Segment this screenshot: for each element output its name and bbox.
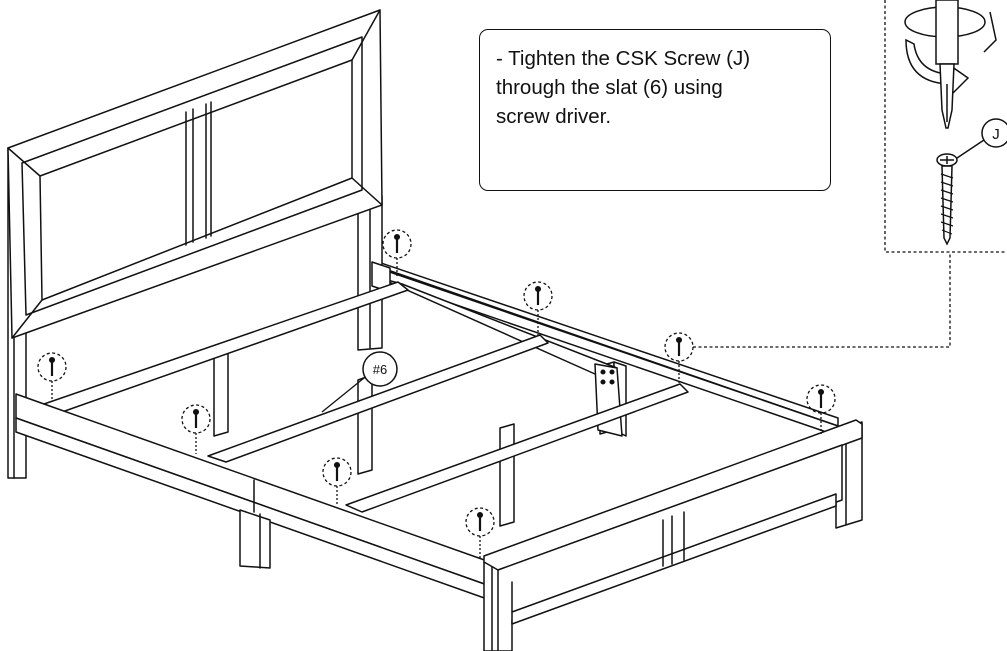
instruction-line: screw driver. bbox=[496, 105, 612, 128]
front-right-leg bbox=[239, 509, 271, 569]
detail-leader-line bbox=[693, 252, 951, 348]
screw-j-label: J bbox=[992, 126, 1000, 143]
screw-marker bbox=[382, 229, 412, 278]
screw-marker bbox=[322, 457, 352, 506]
screw-marker bbox=[523, 281, 553, 336]
headboard bbox=[7, 9, 383, 339]
screw-marker bbox=[806, 384, 836, 434]
screw-detail-inset: J bbox=[884, 0, 1007, 253]
slat-label: #6 bbox=[373, 362, 387, 377]
footboard bbox=[483, 419, 863, 651]
screw-marker bbox=[37, 352, 67, 402]
csk-screw-icon bbox=[936, 118, 1007, 246]
slat-callout: #6 bbox=[321, 351, 398, 413]
front-side-rail bbox=[15, 393, 491, 601]
instruction-box: - Tighten the CSK Screw (J) through the … bbox=[479, 29, 831, 191]
instruction-line: - Tighten the CSK Screw (J) bbox=[496, 47, 751, 70]
instruction-line: through the slat (6) using bbox=[496, 76, 723, 99]
slats bbox=[43, 281, 689, 513]
screw-markers bbox=[37, 229, 836, 560]
screw-marker bbox=[181, 404, 211, 454]
screw-marker bbox=[465, 507, 495, 560]
screwdriver-icon bbox=[935, 0, 959, 129]
